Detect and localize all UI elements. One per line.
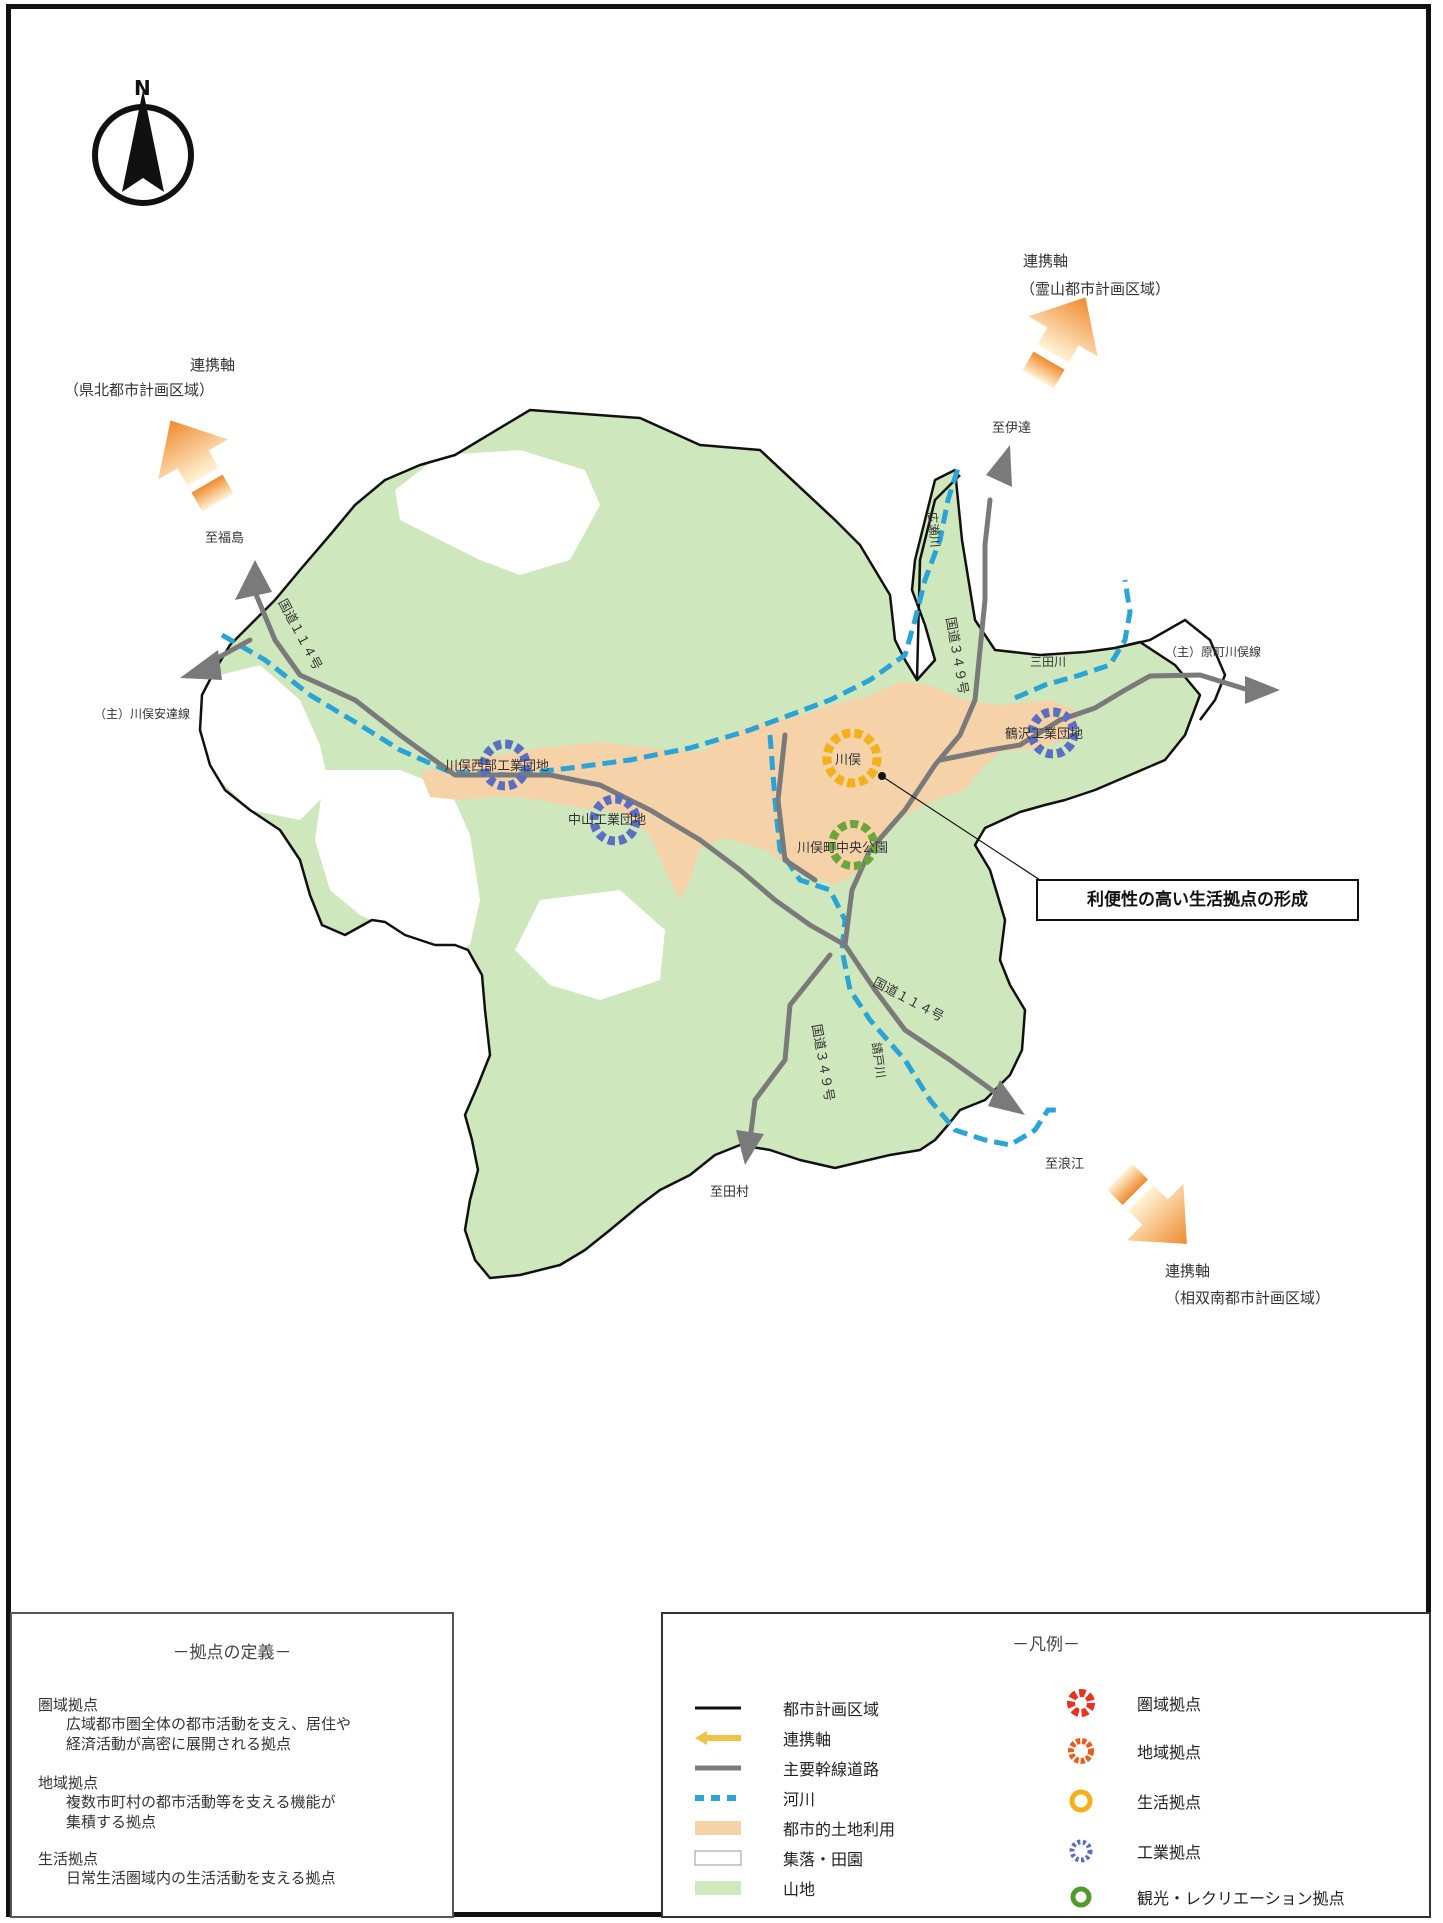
peach-fill-icon — [695, 1821, 741, 1835]
legend-item-settlement: 集落・田園 — [691, 1846, 863, 1870]
recreation-hub-park — [828, 820, 878, 870]
rivers — [220, 467, 1133, 1148]
road-kawamata-adachi-label: （主）川俣安達線 — [94, 706, 190, 721]
definition-term: 圏域拠点 — [38, 1696, 99, 1714]
legend-item-link-axis: 連携軸 — [691, 1726, 831, 1750]
link-arrow-kenpoku — [158, 420, 234, 512]
boundary-extension — [915, 474, 1227, 721]
industrial-hub-naka — [589, 794, 641, 846]
legend-item-mountain: 山地 — [691, 1876, 815, 1900]
dest-namie: 至浪江 — [1045, 1157, 1084, 1172]
blue-dot-ring-icon — [1069, 1839, 1093, 1863]
hub-park-label: 川俣町中央公園 — [797, 841, 888, 856]
legend-item-regional-hub: 圏域拠点 — [1061, 1688, 1201, 1718]
definitions-title: －拠点の定義－ — [172, 1643, 292, 1663]
legend-item-main-road: 主要幹線道路 — [691, 1756, 879, 1780]
urban-land-use — [420, 682, 1080, 900]
life-hub-kawamata — [822, 728, 882, 788]
link-sosounan-area: （相双南都市計画区域） — [1165, 1289, 1330, 1307]
red-orange-ring-icon — [1068, 1738, 1094, 1764]
river-mikado-label: 三田川 — [1030, 655, 1066, 669]
orange-arrow-icon — [695, 1731, 741, 1745]
callout-leader — [879, 774, 1041, 881]
hub-naka-industrial-label: 中山工業団地 — [568, 812, 646, 828]
legend-item-life-hub: 生活拠点 — [1061, 1786, 1201, 1816]
legend-item-recreation-hub: 観光・レクリエーション拠点 — [1061, 1882, 1345, 1912]
road-haramachi-kawamata-label: （主）原町川俣線 — [1165, 644, 1261, 659]
legend-item-area-hub: 地域拠点 — [1061, 1736, 1201, 1766]
definition-desc: 複数市町村の都市活動等を支える機能が 集積する拠点 — [66, 1793, 336, 1831]
dest-fukushima: 至福島 — [205, 531, 244, 546]
callout-box: 利便性の高い生活拠点の形成 — [1036, 879, 1359, 921]
green-ring-icon — [1070, 1886, 1092, 1908]
north-label: N — [134, 76, 151, 100]
callout-dot — [878, 772, 886, 780]
legend-panel: －凡例－ 都市計画区域 連携軸 主要幹線道路 河川 都市的土地利用 集落・田園 … — [661, 1612, 1431, 1918]
road-arrows — [180, 445, 1280, 1165]
legend-item-boundary: 都市計画区域 — [691, 1696, 879, 1720]
definition-term: 生活拠点 — [38, 1850, 99, 1868]
link-arrow-sosounan — [1106, 1163, 1187, 1244]
link-ryozen-area: （霊山都市計画区域） — [1020, 280, 1170, 298]
legend-item-industrial-hub: 工業拠点 — [1061, 1836, 1201, 1866]
industrial-hub-east — [1027, 707, 1079, 759]
legend-item-river: 河川 — [691, 1786, 815, 1810]
legend-item-urban: 都市的土地利用 — [691, 1816, 895, 1840]
link-sosounan-title: 連携軸 — [1165, 1262, 1210, 1280]
gray-line-icon — [695, 1765, 741, 1771]
hub-east-industrial-label: 鶴沢工業団地 — [1005, 726, 1083, 742]
roads — [202, 497, 1258, 1143]
river-hirose-label: 広瀬川 — [925, 511, 942, 548]
industrial-hub-west — [479, 739, 531, 791]
hub-kawamata-label: 川俣 — [835, 753, 861, 768]
white-fill-icon — [694, 1850, 742, 1866]
green-fill-icon — [695, 1881, 741, 1895]
link-arrow-ryozen — [1022, 297, 1098, 389]
north-compass: N — [92, 76, 194, 206]
link-ryozen-title: 連携軸 — [1023, 252, 1068, 270]
legend-title: －凡例－ — [1012, 1635, 1080, 1655]
link-kenpoku-area: （県北都市計画区域） — [64, 381, 214, 399]
black-line-icon — [695, 1706, 741, 1710]
definition-term: 地域拠点 — [38, 1774, 99, 1792]
definition-desc: 広域都市圏全体の都市活動を支え、居住や 経済活動が高密に展開される拠点 — [66, 1715, 352, 1753]
blue-dash-icon — [695, 1795, 741, 1801]
dest-date: 至伊達 — [992, 421, 1031, 436]
definition-desc: 日常生活圏域内の生活活動を支える拠点 — [66, 1869, 336, 1887]
yellow-ring-icon — [1069, 1789, 1093, 1813]
dest-tamura: 至田村 — [710, 1185, 749, 1200]
settlement-areas — [200, 450, 1045, 1000]
river-ukedo-label: 請戸川 — [869, 1041, 888, 1079]
hub-west-industrial-label: 川俣西部工業団地 — [445, 758, 549, 774]
red-flower-ring-icon — [1067, 1689, 1095, 1717]
link-kenpoku-title: 連携軸 — [190, 356, 235, 374]
definitions-panel: －拠点の定義－ 圏域拠点 広域都市圏全体の都市活動を支え、居住や 経済活動が高密… — [10, 1612, 454, 1918]
